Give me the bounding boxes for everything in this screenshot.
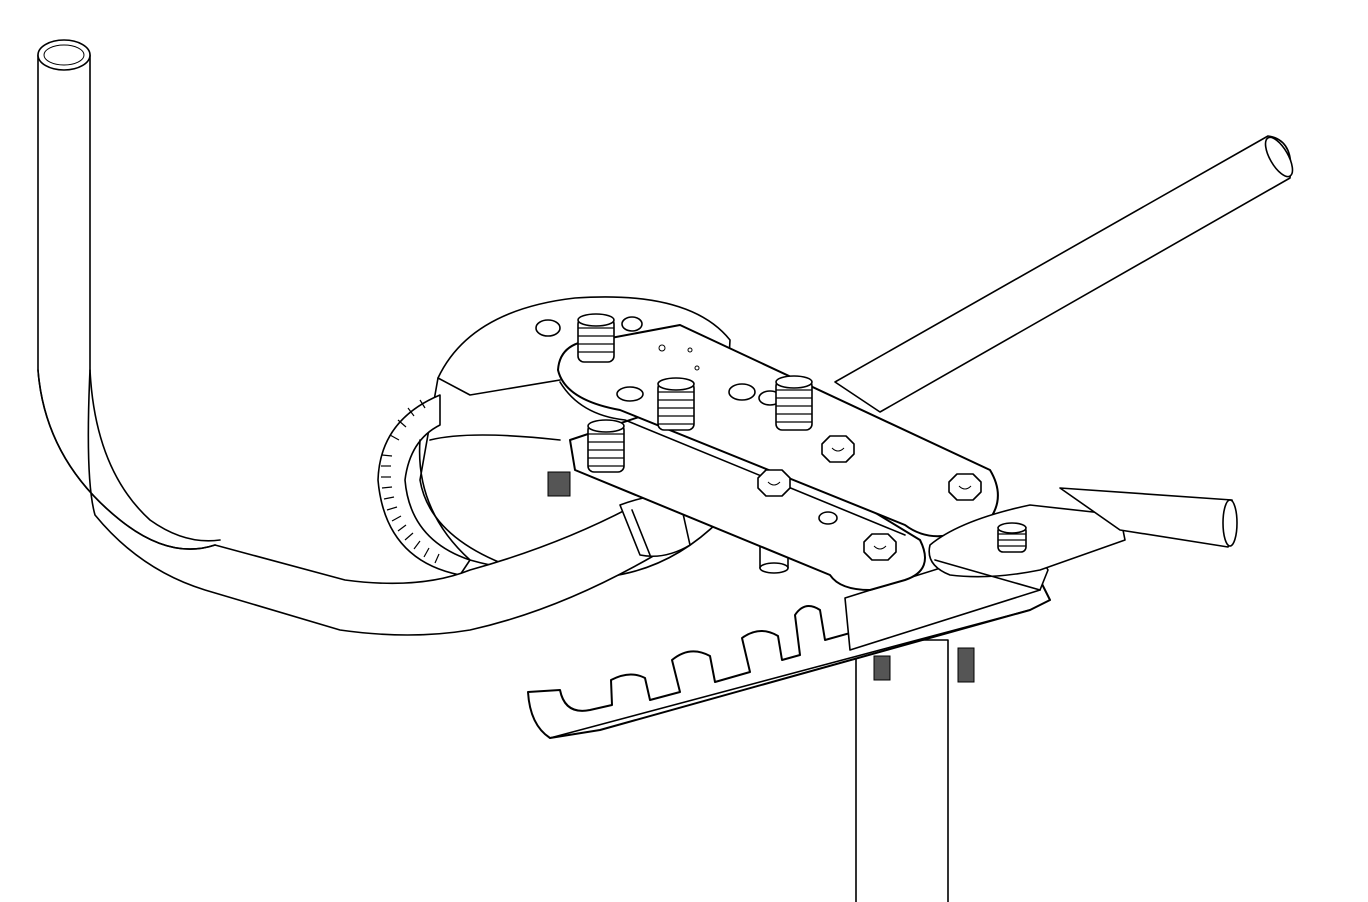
plate-hole [728,383,756,401]
knurled-stud [997,522,1027,553]
knurled-stud [587,419,625,473]
die-hole [621,316,643,332]
hex-nut [948,473,982,501]
plate-hole [818,511,838,525]
side-arm [928,487,1238,591]
die-teeth [381,399,440,564]
knurled-stud [775,375,813,431]
die-hole [535,319,561,337]
knurled-stud [657,377,695,431]
lower-plate [569,399,926,591]
hex-nut [821,435,855,463]
knurled-stud [577,313,615,363]
lever-handle [834,135,1294,413]
hex-nut [757,469,791,497]
plate-hole [616,386,644,402]
stand-post [855,639,949,902]
hex-nut [863,533,897,561]
lower-bolt [547,471,975,683]
